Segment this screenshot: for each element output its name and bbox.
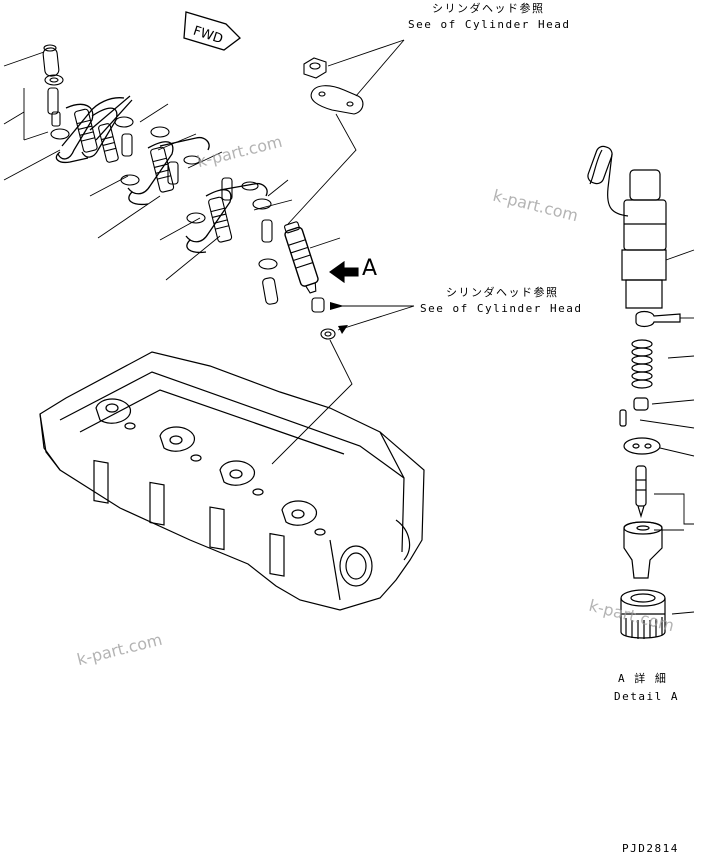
- cylinder-head: [40, 352, 424, 610]
- ref-label-mid-en: See of Cylinder Head: [420, 302, 583, 315]
- sleeves: [48, 88, 278, 305]
- fwd-arrow: FWD: [184, 12, 240, 50]
- detail-label-en: Detail A: [614, 690, 679, 703]
- injection-pipe-3: [128, 138, 209, 205]
- detail-label-jp: A 詳 細: [618, 672, 668, 685]
- distance-piece: [624, 438, 660, 454]
- nozzle-holder: [630, 170, 660, 200]
- ref-label-top-en: See of Cylinder Head: [408, 18, 571, 31]
- view-a-letter: A: [362, 256, 378, 281]
- injectors-small: [74, 109, 232, 243]
- injection-pipe-2: [82, 96, 132, 157]
- injector-seal: [312, 298, 324, 312]
- spring-seat: [634, 398, 648, 410]
- head-side-ports: [94, 461, 284, 577]
- view-a-arrow: [330, 262, 358, 282]
- spring: [632, 340, 652, 388]
- ref-label-top-jp: シリンダヘッド参照: [432, 2, 545, 15]
- reference-callouts: [272, 40, 414, 464]
- ref-label-mid-jp: シリンダヘッド参照: [446, 286, 559, 299]
- leader-lines-left: [4, 52, 340, 280]
- head-end-boss: [340, 546, 372, 586]
- detail-a-injector: [586, 144, 694, 639]
- needle-valve: [636, 466, 646, 516]
- head-ports: [96, 399, 325, 535]
- injection-pipe-4: [186, 184, 267, 253]
- fwd-text: FWD: [191, 24, 224, 48]
- nozzle-body: [624, 522, 662, 578]
- o-ring: [636, 312, 680, 327]
- retaining-nut: [621, 590, 665, 639]
- drawing-code: PJD2814: [622, 842, 679, 855]
- pin: [620, 410, 626, 426]
- clamps: [43, 45, 277, 269]
- injector-retainer: [304, 58, 363, 114]
- injection-pipe-assembly: [4, 45, 340, 339]
- injector-main: [282, 221, 321, 295]
- injector-washer: [321, 329, 335, 339]
